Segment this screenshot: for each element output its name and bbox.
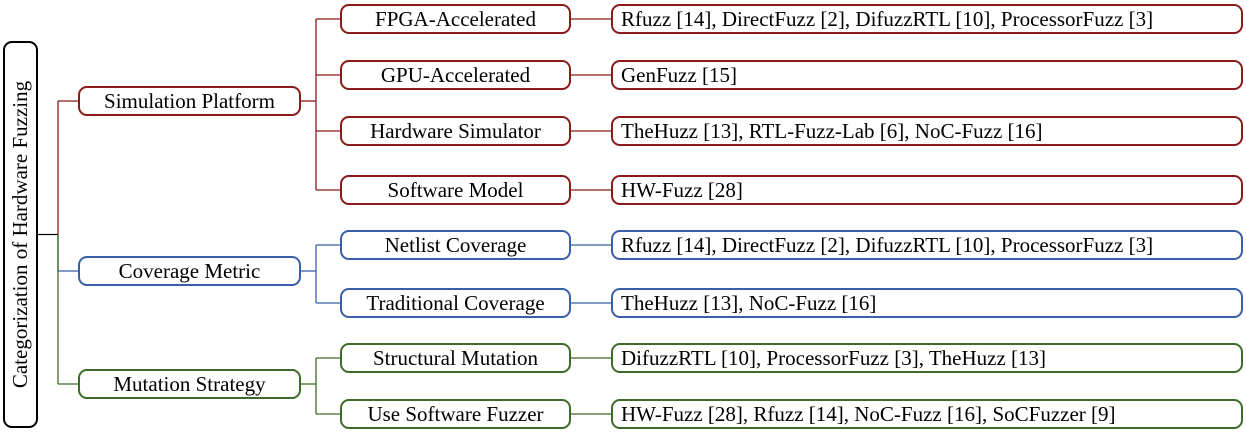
subcategory-traditional-coverage: Traditional Coverage — [340, 288, 571, 318]
category-simulation-platform: Simulation Platform — [78, 86, 301, 116]
works-traditional-coverage: TheHuzz [13], NoC-Fuzz [16] — [611, 288, 1243, 318]
works-fpga-accelerated: Rfuzz [14], DirectFuzz [2], DifuzzRTL [1… — [611, 4, 1243, 34]
subcategory-hardware-simulator: Hardware Simulator — [340, 116, 571, 146]
subcategory-use-software-fuzzer: Use Software Fuzzer — [340, 399, 571, 429]
subcategory-netlist-coverage: Netlist Coverage — [340, 230, 571, 260]
works-hardware-simulator: TheHuzz [13], RTL-Fuzz-Lab [6], NoC-Fuzz… — [611, 116, 1243, 146]
subcategory-fpga-accelerated: FPGA-Accelerated — [340, 4, 571, 34]
subcategory-software-model: Software Model — [340, 175, 571, 205]
root-node-label: Categorization of Hardware Fuzzing — [8, 80, 32, 389]
works-netlist-coverage: Rfuzz [14], DirectFuzz [2], DifuzzRTL [1… — [611, 230, 1243, 260]
root-node: Categorization of Hardware Fuzzing — [3, 41, 38, 428]
subcategory-gpu-accelerated: GPU-Accelerated — [340, 60, 571, 90]
subcategory-structural-mutation: Structural Mutation — [340, 343, 571, 373]
works-software-model: HW-Fuzz [28] — [611, 175, 1243, 205]
works-gpu-accelerated: GenFuzz [15] — [611, 60, 1243, 90]
category-coverage-metric: Coverage Metric — [78, 256, 301, 286]
category-mutation-strategy: Mutation Strategy — [78, 369, 301, 399]
works-structural-mutation: DifuzzRTL [10], ProcessorFuzz [3], TheHu… — [611, 343, 1243, 373]
works-use-software-fuzzer: HW-Fuzz [28], Rfuzz [14], NoC-Fuzz [16],… — [611, 399, 1243, 429]
